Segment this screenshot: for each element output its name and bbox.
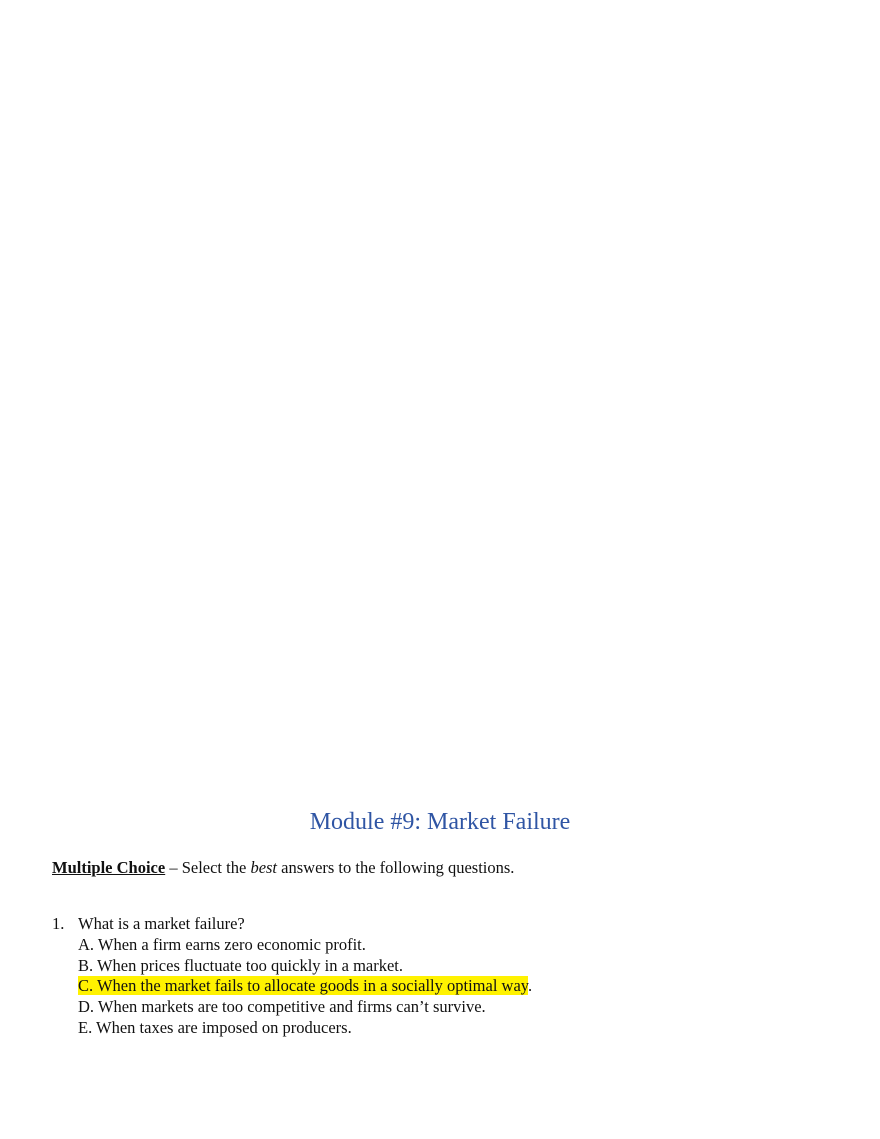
- option-d-text: D. When markets are too competitive and …: [78, 997, 486, 1017]
- question-text: What is a market failure?: [78, 914, 245, 933]
- question-1: 1. What is a market failure? A. When a f…: [52, 914, 532, 1039]
- instructions: Multiple Choice – Select the best answer…: [52, 857, 514, 879]
- option-b: B. When prices fluctuate too quickly in …: [78, 956, 532, 977]
- option-c-suffix: .: [527, 976, 533, 996]
- option-a: A. When a firm earns zero economic profi…: [78, 935, 532, 956]
- instructions-text-after: answers to the following questions.: [277, 858, 515, 877]
- instructions-text-before: Select the: [181, 858, 251, 877]
- option-a-text: A. When a firm earns zero economic profi…: [78, 934, 366, 954]
- question-stem: 1. What is a market failure?: [52, 914, 532, 935]
- option-c: C. When the market fails to allocate goo…: [78, 976, 532, 997]
- option-c-highlighted-text: C. When the market fails to allocate goo…: [78, 976, 528, 996]
- option-e: E. When taxes are imposed on producers.: [78, 1018, 532, 1039]
- instructions-emphasis: best: [250, 858, 278, 877]
- option-d: D. When markets are too competitive and …: [78, 997, 532, 1018]
- instructions-dash: –: [165, 858, 182, 877]
- answer-options: A. When a firm earns zero economic profi…: [52, 935, 532, 1039]
- option-b-text: B. When prices fluctuate too quickly in …: [78, 955, 404, 975]
- instructions-heading: Multiple Choice: [52, 858, 166, 877]
- page-title: Module #9: Market Failure: [309, 809, 571, 835]
- option-e-text: E. When taxes are imposed on producers.: [78, 1017, 352, 1037]
- question-number: 1.: [52, 914, 65, 933]
